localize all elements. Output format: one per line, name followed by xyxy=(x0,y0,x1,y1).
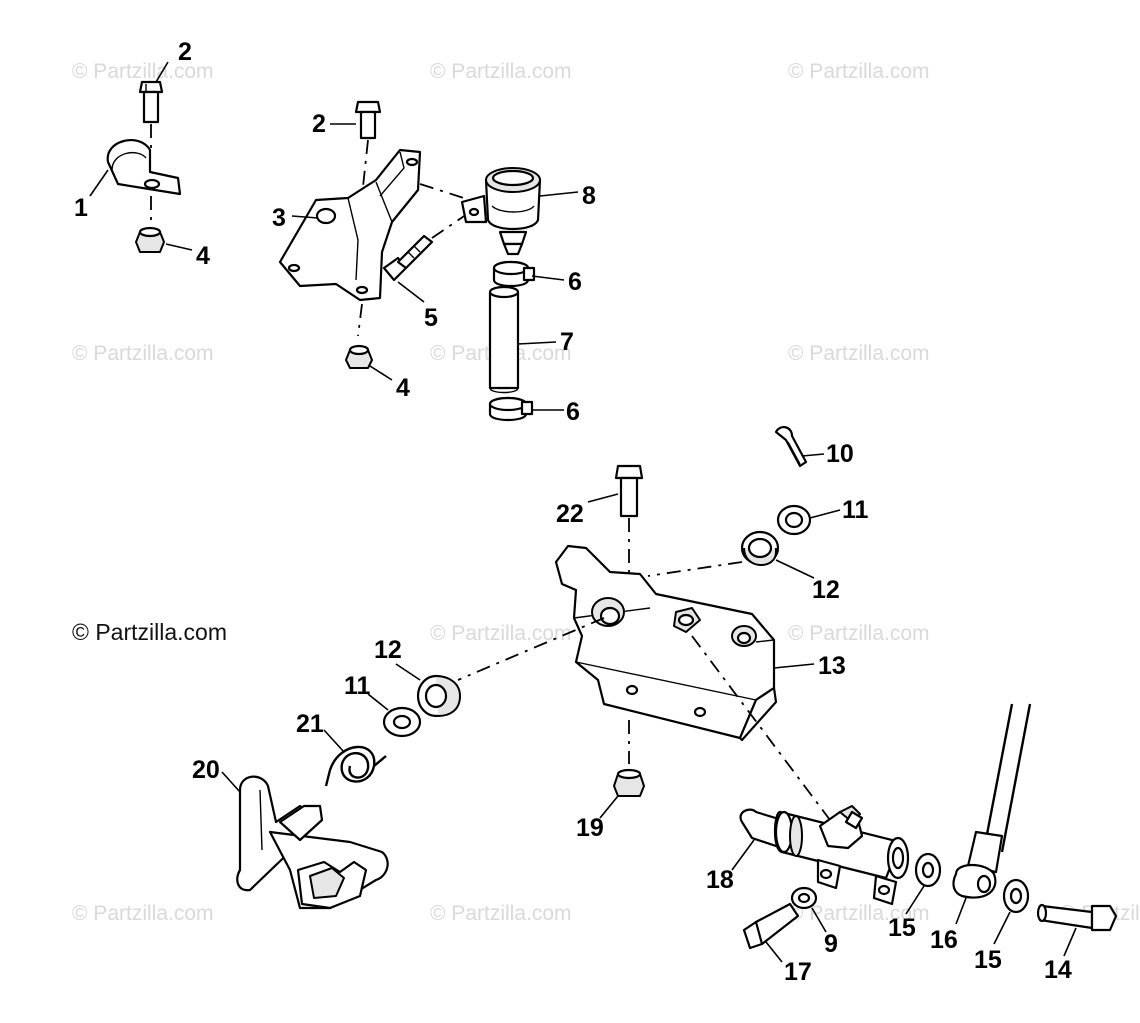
part-6-hose-clamp-top xyxy=(492,260,536,288)
callout-8: 8 xyxy=(582,182,596,210)
callout-6: 6 xyxy=(568,268,582,296)
part-18-master-cylinder xyxy=(739,805,910,906)
callout-7: 7 xyxy=(560,328,574,356)
part-13-pedal-mount-bracket xyxy=(554,544,778,742)
part-1-clamp xyxy=(106,139,182,196)
callout-14: 14 xyxy=(1044,956,1072,984)
callout-11: 11 xyxy=(842,496,869,524)
callout-6: 6 xyxy=(566,398,580,426)
watermark: © Partzilla.com xyxy=(788,342,930,365)
part-12-bushing-left xyxy=(416,674,461,718)
part-14-bolt xyxy=(1036,903,1118,932)
watermark: © Partzilla.com xyxy=(788,60,930,83)
callout-19: 19 xyxy=(576,814,604,842)
part-10-cotter-pin xyxy=(774,426,808,468)
part-2-bolt-bracket xyxy=(354,100,382,140)
callout-21: 21 xyxy=(296,710,324,738)
callout-layer: 2 1 4 2 3 5 4 8 6 7 6 10 11 22 12 12 13 … xyxy=(74,38,1072,986)
part-8-reservoir xyxy=(460,167,542,256)
part-4-nut-top-left xyxy=(135,226,165,253)
part-4-nut-bracket xyxy=(345,344,373,369)
part-15-washer-right xyxy=(1002,878,1030,914)
callout-16: 16 xyxy=(930,926,958,954)
part-3-reservoir-bracket xyxy=(278,148,422,302)
callout-13: 13 xyxy=(818,652,846,680)
callout-12: 12 xyxy=(812,576,840,604)
part-19-nut xyxy=(613,768,645,797)
part-20-brake-pedal xyxy=(236,775,389,910)
part-21-spring xyxy=(324,745,387,787)
callout-4: 4 xyxy=(396,374,410,402)
part-2-bolt-top-left xyxy=(138,80,164,124)
part-7-hose xyxy=(488,285,520,394)
callout-15: 15 xyxy=(888,914,916,942)
watermark: © Partzilla.com xyxy=(430,902,572,925)
part-15-washer-left xyxy=(914,852,942,888)
callout-5: 5 xyxy=(424,304,438,332)
part-16-clevis-rod xyxy=(952,703,1032,899)
part-17-bolt xyxy=(742,902,800,950)
watermark: © Partzilla.com xyxy=(430,622,572,645)
callout-12: 12 xyxy=(374,636,402,664)
leader-lines xyxy=(89,61,1077,963)
callout-11: 11 xyxy=(344,672,371,700)
watermark-layer: © Partzilla.com © Partzilla.com © Partzi… xyxy=(72,60,1140,925)
callout-1: 1 xyxy=(74,194,88,222)
watermark: © Partzilla.com xyxy=(72,902,214,925)
watermark: © Partzilla.com xyxy=(72,60,214,83)
callout-3: 3 xyxy=(272,204,286,232)
callout-20: 20 xyxy=(192,756,220,784)
callout-18: 18 xyxy=(706,866,734,894)
watermark: © Partzilla.com xyxy=(788,622,930,645)
callout-10: 10 xyxy=(826,440,854,468)
callout-2: 2 xyxy=(312,110,326,138)
part-6-hose-clamp-bottom xyxy=(488,396,534,422)
part-22-bolt xyxy=(614,464,644,518)
callout-15: 15 xyxy=(974,946,1002,974)
part-9-washer xyxy=(790,886,818,910)
watermark: © Partzilla.com xyxy=(72,342,214,365)
copyright-notice: © Partzilla.com xyxy=(72,619,227,645)
part-5-screw xyxy=(382,234,434,282)
callout-9: 9 xyxy=(824,930,838,958)
callout-17: 17 xyxy=(784,958,812,986)
callout-2: 2 xyxy=(178,38,192,66)
watermark: © Partzilla.com xyxy=(430,60,572,83)
part-11-washer-left xyxy=(382,706,422,738)
part-11-washer-right xyxy=(776,504,812,536)
part-12-bushing-right xyxy=(740,530,780,566)
callout-4: 4 xyxy=(196,242,210,270)
callout-22: 22 xyxy=(556,500,584,528)
watermark: © Partzilla.com xyxy=(788,902,930,925)
